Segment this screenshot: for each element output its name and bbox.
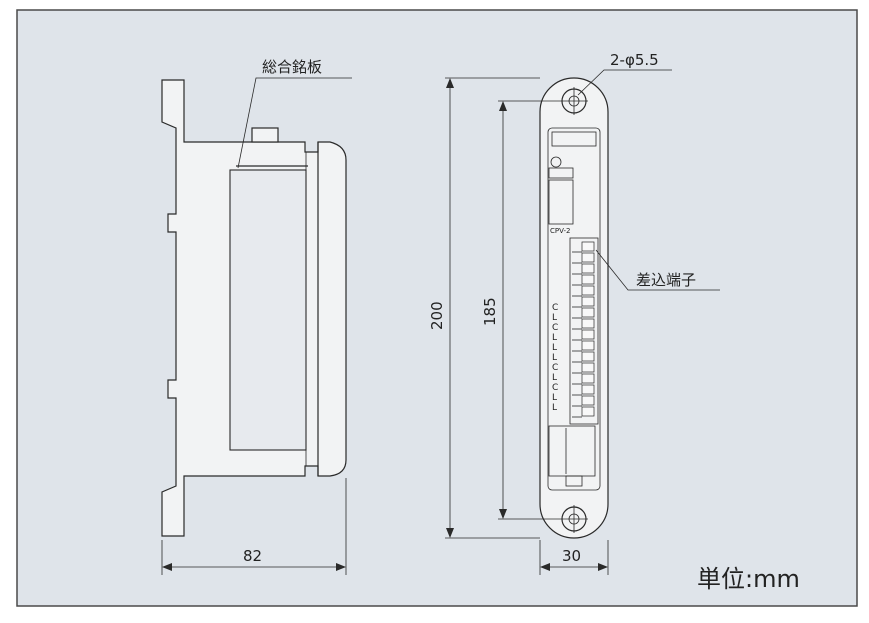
terminal-slot — [581, 285, 595, 296]
terminal-slot — [581, 263, 595, 274]
terminal-label: L — [552, 353, 557, 363]
terminal-slot — [581, 406, 595, 417]
nameplate-plate — [229, 169, 307, 451]
terminal-label: C — [552, 363, 558, 373]
terminal-slot — [581, 395, 595, 406]
plug-terminal-label: 差込端子 — [636, 271, 696, 289]
terminal-slot — [581, 252, 595, 263]
terminal-label: C — [552, 323, 558, 333]
terminal-slot — [581, 373, 595, 384]
terminal-slot — [581, 296, 595, 307]
terminal-label: L — [552, 373, 557, 383]
terminal-label: L — [552, 343, 557, 353]
drawing-panel — [16, 9, 858, 607]
terminal-slot — [581, 329, 595, 340]
terminal-label: L — [552, 403, 557, 413]
width-dimension: 30 — [562, 547, 581, 565]
side-view: 総合銘板 82 — [161, 58, 352, 575]
height-dimension: 200 — [428, 301, 446, 330]
depth-dimension: 82 — [243, 547, 262, 565]
pitch-dimension: 185 — [481, 297, 499, 326]
terminal-label: C — [552, 383, 558, 393]
terminal-slot — [581, 307, 595, 318]
terminal-label: L — [552, 393, 557, 403]
terminal-slot — [581, 362, 595, 373]
unit-label: 単位:mm — [697, 565, 800, 593]
terminal-slot — [581, 340, 595, 351]
terminal-slot — [581, 274, 595, 285]
terminal-label: C — [552, 303, 558, 313]
terminal-slot — [581, 318, 595, 329]
terminal-label: L — [552, 313, 557, 323]
model-label: CPV-2 — [550, 227, 570, 235]
mount-hole-label: 2-φ5.5 — [610, 51, 659, 69]
terminal-slot — [581, 384, 595, 395]
nameplate-label: 総合銘板 — [262, 58, 322, 76]
terminal-slot — [581, 351, 595, 362]
terminal-label: L — [552, 333, 557, 343]
terminal-slot — [581, 241, 595, 252]
